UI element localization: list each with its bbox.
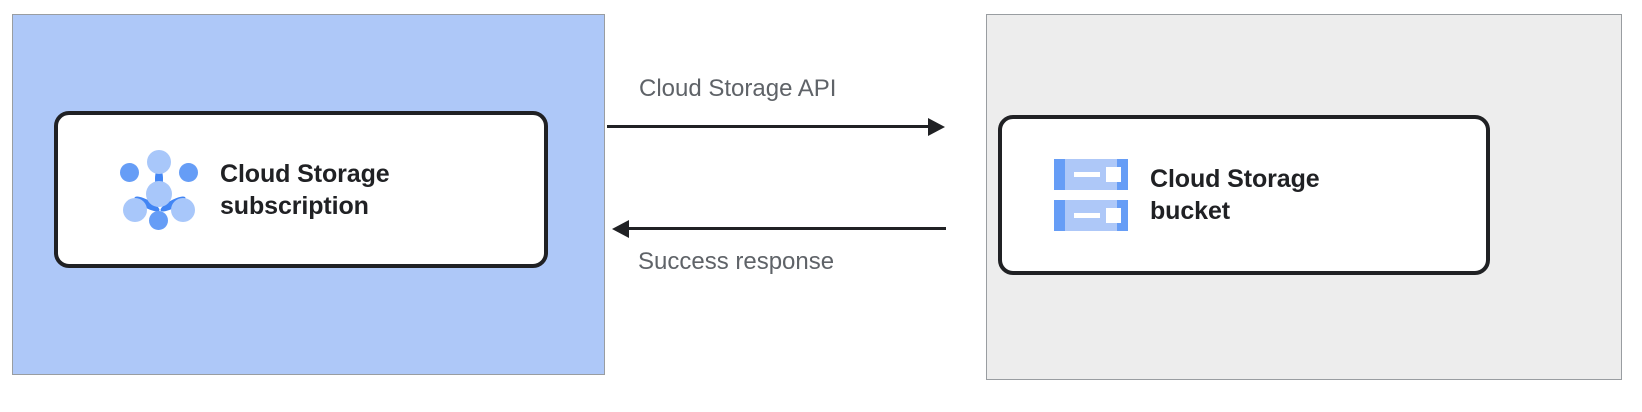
node-label-bucket: Cloud Storage bucket: [1150, 165, 1320, 225]
bucket-row-top-square: [1106, 167, 1121, 182]
request-edge-arrowhead: [928, 118, 945, 136]
response-edge-arrowhead: [612, 220, 629, 238]
bucket-row-bottom: [1054, 200, 1128, 231]
subscription-node-right: [179, 162, 198, 182]
bucket-row-bottom-square: [1106, 208, 1121, 223]
bucket-row-top-right-tab: [1117, 159, 1128, 190]
node-label-subscription: Cloud Storage subscription: [220, 159, 390, 220]
response-edge-label: Success response: [638, 248, 835, 275]
response-edge-line: [628, 227, 946, 230]
bucket-row-top-left-tab: [1054, 159, 1065, 190]
request-edge-line: [607, 125, 930, 128]
pubsub-subscription-icon: [120, 149, 198, 230]
subscription-node-left: [120, 162, 139, 182]
subscription-node-hub: [146, 180, 172, 207]
bucket-row-top-dash: [1074, 172, 1100, 177]
bucket-row-top: [1054, 159, 1128, 190]
subscription-node-bottom-left: [123, 197, 147, 222]
subscription-node-bottom: [149, 210, 168, 230]
bucket-row-bottom-right-tab: [1117, 200, 1128, 231]
subscription-node-top: [147, 149, 171, 174]
bucket-row-bottom-left-tab: [1054, 200, 1065, 231]
subscription-node-bottom-right: [171, 197, 195, 222]
bucket-row-bottom-dash: [1074, 213, 1100, 218]
node-cloud-storage-subscription[interactable]: Cloud Storage subscription: [54, 111, 548, 268]
node-cloud-storage-bucket[interactable]: Cloud Storage bucket: [998, 115, 1490, 275]
subscription-edge-top: [155, 167, 163, 190]
request-edge-label: Cloud Storage API: [639, 75, 837, 102]
cloud-storage-bucket-icon: [1054, 159, 1128, 231]
